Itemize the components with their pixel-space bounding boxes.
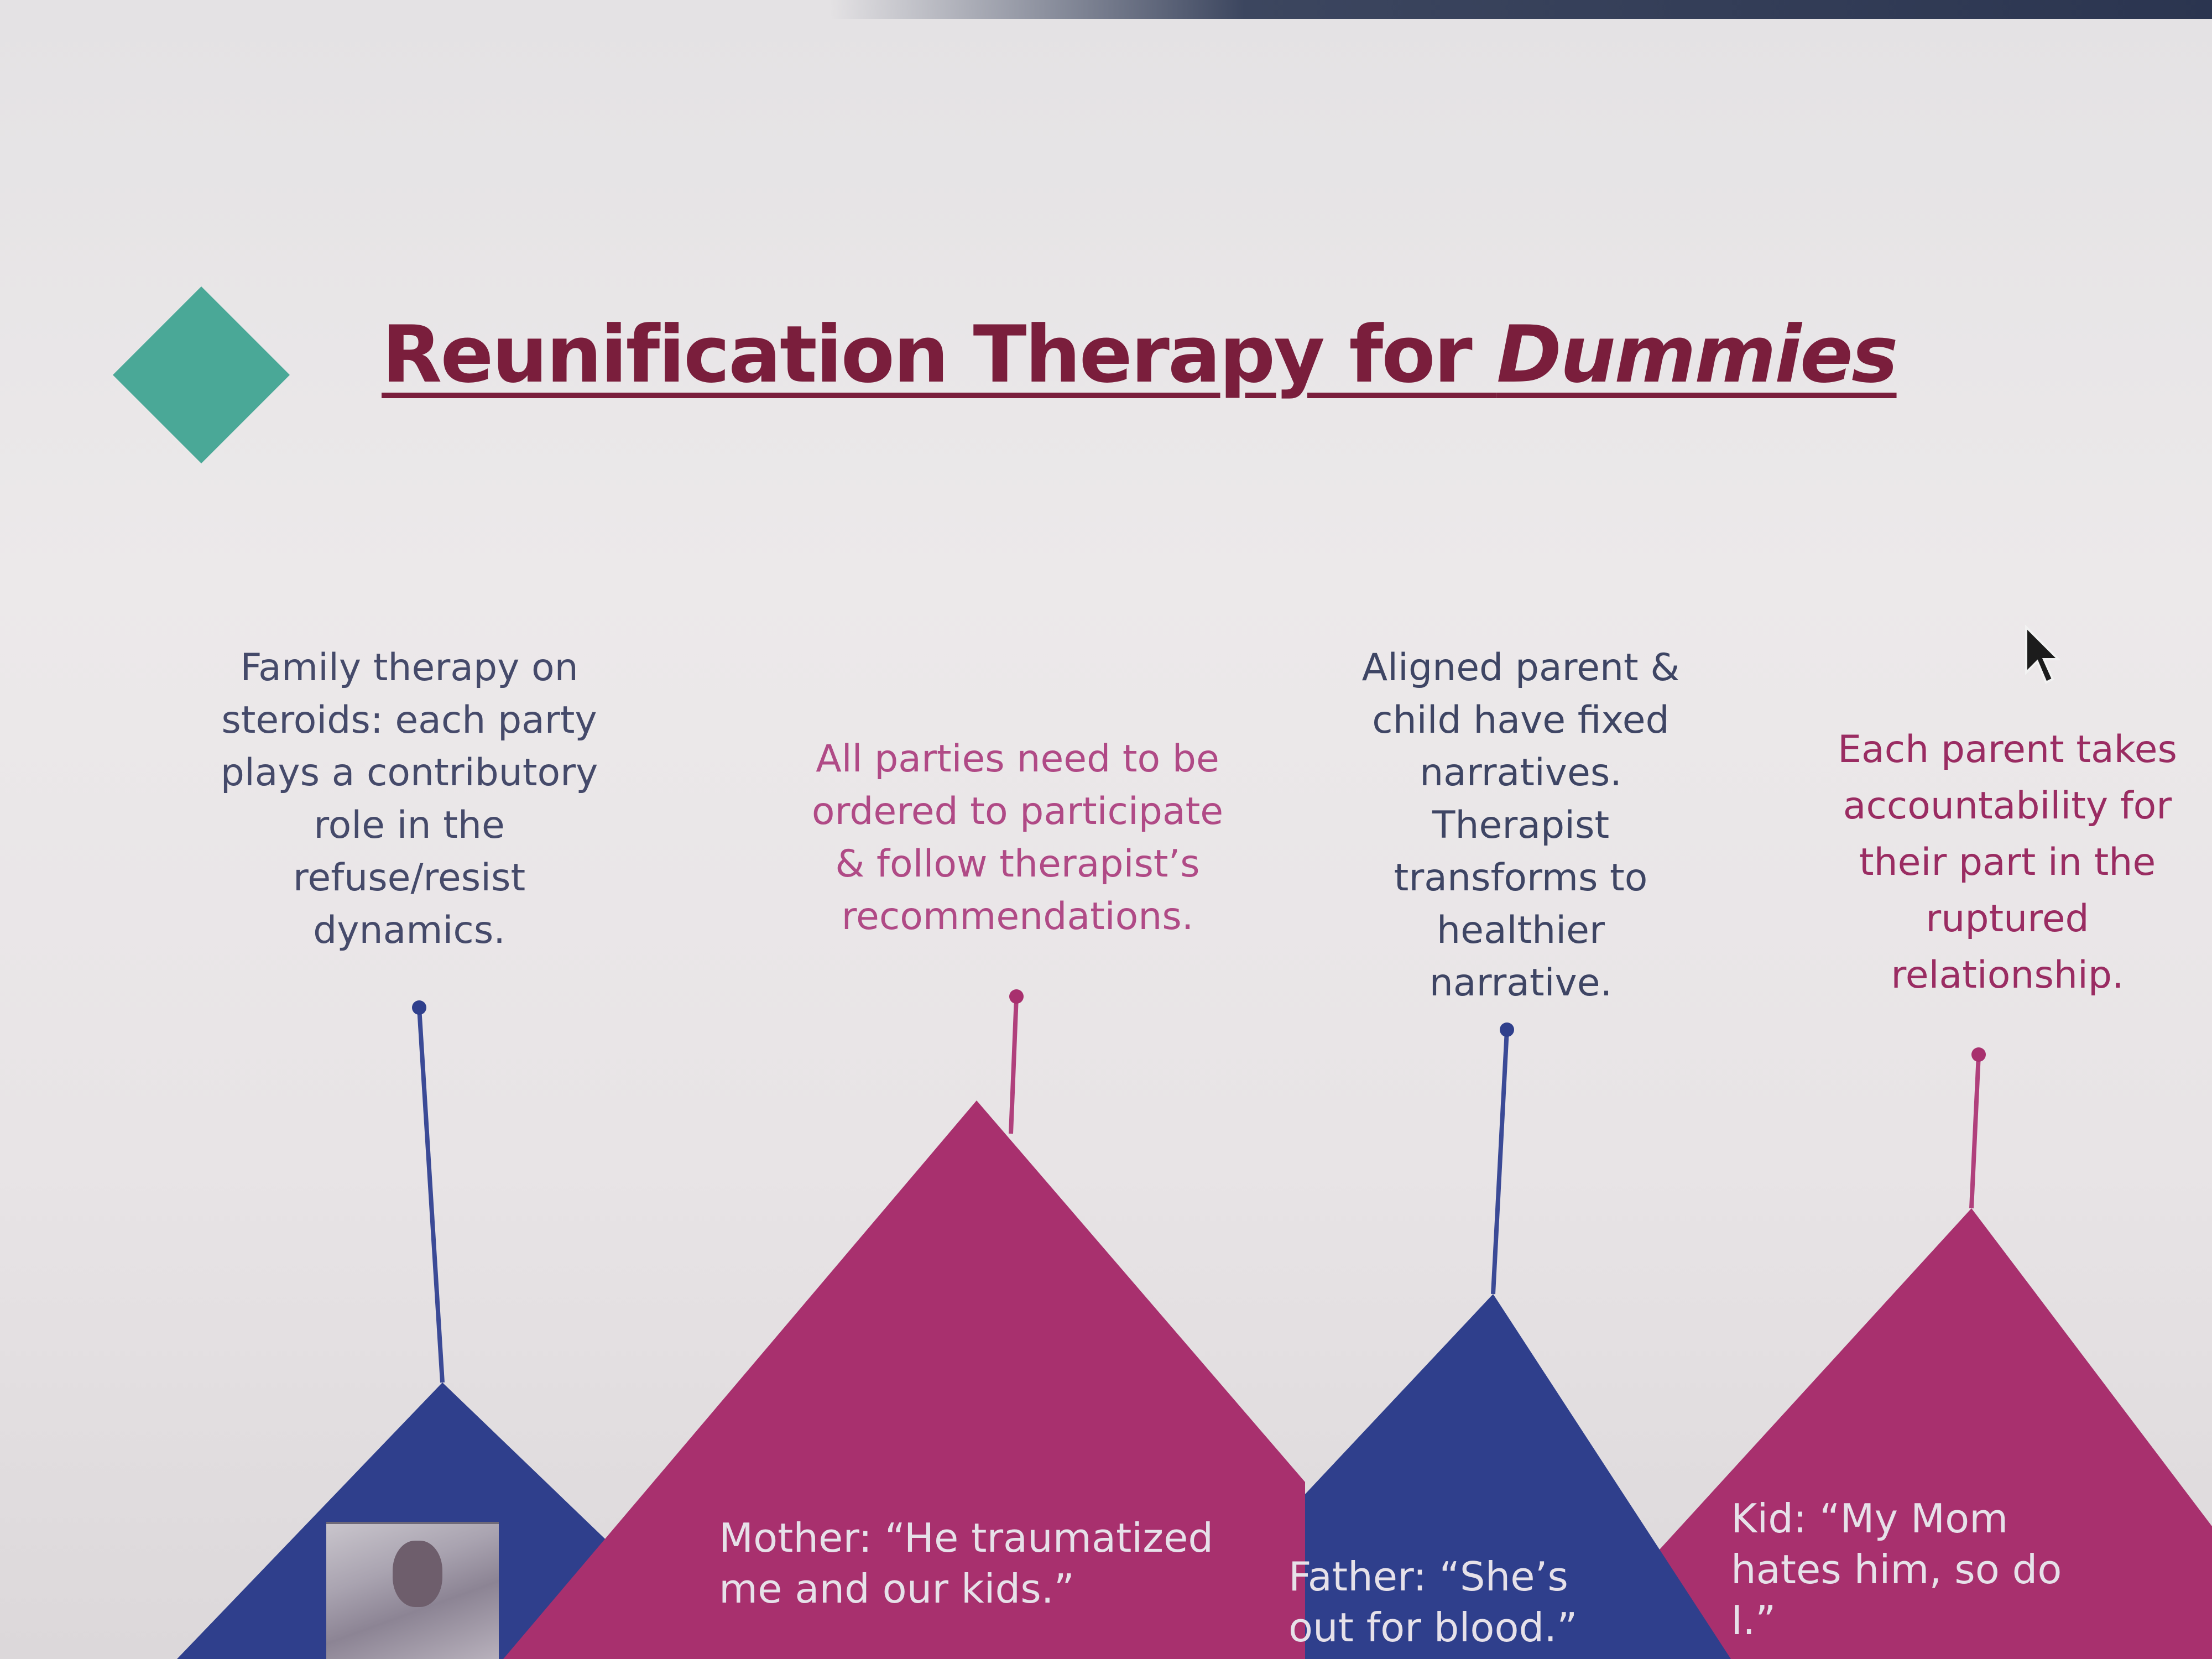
connector-line-3 [1491, 1029, 1509, 1295]
caption-aligned-parent[interactable]: Aligned parent & child have fixed narrat… [1361, 646, 1680, 1005]
window-top-edge [830, 0, 2212, 19]
photo-thumbnail [326, 1522, 499, 1659]
mouse-pointer-icon [2025, 625, 2061, 684]
triangle-kid [1559, 1208, 2212, 1659]
slide-title[interactable]: Reunification Therapy for Dummies [382, 309, 1898, 400]
connector-marker-4 [1971, 1047, 1986, 1062]
caption-family-therapy[interactable]: Family therapy on steroids: each party p… [220, 646, 598, 952]
speaker-mother[interactable]: Mother: “He traumatized me and our kids.… [719, 1515, 1214, 1612]
connector-line-1 [417, 1007, 445, 1383]
connector-line-4 [1969, 1054, 1981, 1209]
connector-marker-3 [1500, 1022, 1514, 1037]
photo-subject [393, 1541, 442, 1607]
speaker-kid[interactable]: Kid: “My Mom hates him, so do I.” [1731, 1495, 2062, 1644]
speaker-father[interactable]: Father: “She’s out for blood.” [1288, 1553, 1578, 1651]
diamond-accent-icon [113, 286, 290, 463]
caption-accountability[interactable]: Each parent takes accountability for the… [1838, 728, 2177, 997]
connector-line-2 [1009, 996, 1019, 1134]
triangle-mother [503, 1100, 1305, 1659]
title-text: Reunification Therapy for [382, 309, 1497, 400]
title-emphasis: Dummies [1496, 309, 1898, 400]
connector-marker-1 [412, 1000, 426, 1015]
connector-marker-2 [1009, 989, 1024, 1004]
caption-all-parties[interactable]: All parties need to be ordered to partic… [811, 737, 1224, 938]
